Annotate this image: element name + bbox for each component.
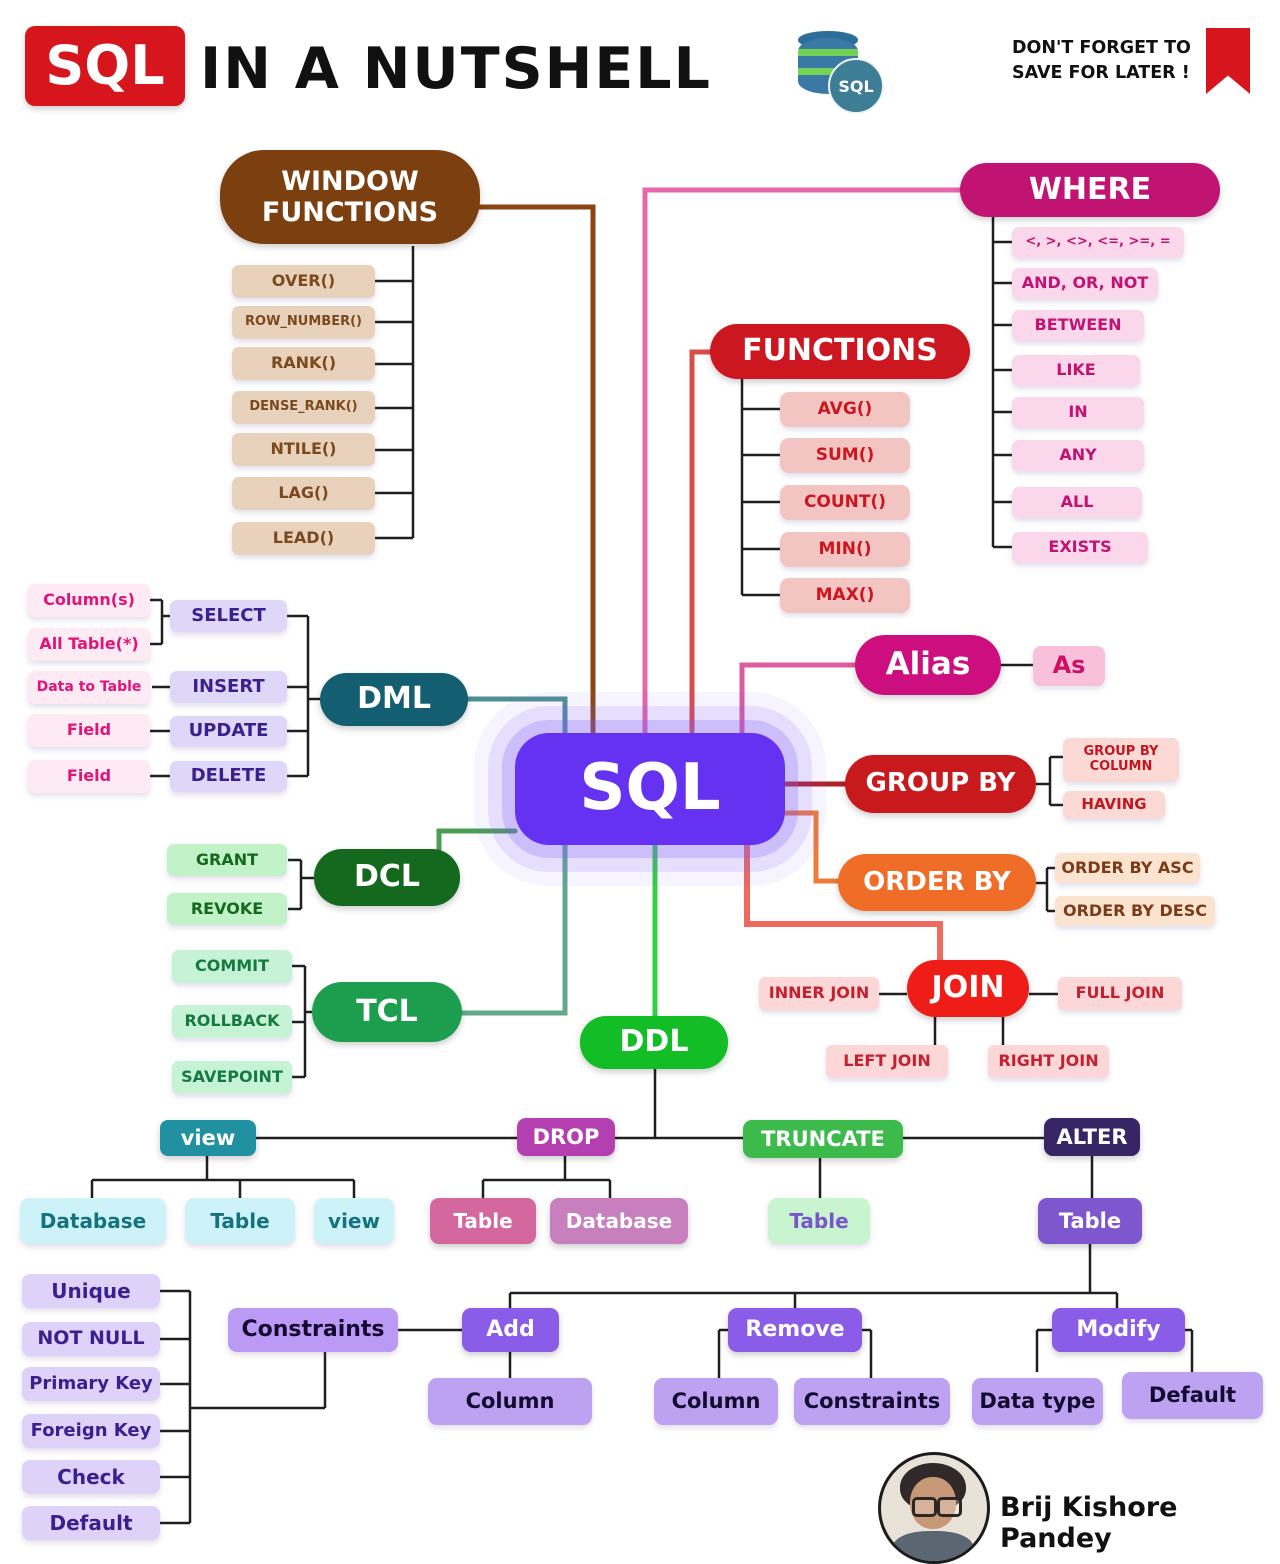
ddl-drop: DROP bbox=[517, 1118, 615, 1156]
where-item: <, >, <>, <=, >=, = bbox=[1012, 227, 1184, 258]
join-item: FULL JOIN bbox=[1058, 977, 1182, 1010]
dml-annotation: Column(s) bbox=[28, 584, 150, 617]
branch-where: WHERE bbox=[960, 163, 1220, 217]
page-title: IN A NUTSHELL bbox=[200, 36, 712, 102]
tcl-item: ROLLBACK bbox=[172, 1005, 292, 1038]
branch-functions: FUNCTIONS bbox=[710, 324, 970, 379]
join-item: RIGHT JOIN bbox=[988, 1045, 1109, 1078]
branch-alias: Alias bbox=[855, 635, 1001, 695]
center-label: SQL bbox=[579, 751, 721, 826]
where-item: BETWEEN bbox=[1012, 310, 1144, 341]
where-item: IN bbox=[1012, 397, 1144, 428]
database-icon: SQL bbox=[796, 28, 888, 114]
modify-target: Default bbox=[1122, 1372, 1263, 1419]
constraints-node: Constraints bbox=[228, 1308, 398, 1352]
order-by-item: ORDER BY DESC bbox=[1055, 896, 1215, 926]
window-item: LAG() bbox=[232, 477, 375, 510]
functions-item: SUM() bbox=[780, 438, 910, 473]
window-item: DENSE_RANK() bbox=[232, 391, 375, 424]
avatar-glasses-left bbox=[912, 1497, 937, 1517]
dml-command: INSERT bbox=[170, 671, 287, 703]
alter-op-remove: Remove bbox=[728, 1308, 862, 1352]
avatar-glasses-right bbox=[937, 1497, 962, 1517]
constraint-type: Unique bbox=[22, 1274, 160, 1308]
remove-target: Constraints bbox=[794, 1378, 950, 1425]
branch-dcl: DCL bbox=[314, 849, 460, 906]
author-avatar bbox=[878, 1452, 990, 1564]
drop-target: Database bbox=[550, 1198, 688, 1244]
alter-op-modify: Modify bbox=[1052, 1308, 1185, 1352]
add-target: Column bbox=[428, 1378, 592, 1425]
save-note-line1: DON'T FORGET TO bbox=[1012, 38, 1191, 58]
window-item: LEAD() bbox=[232, 522, 375, 555]
constraint-type: Check bbox=[22, 1460, 160, 1494]
tcl-item: SAVEPOINT bbox=[172, 1061, 292, 1094]
save-note-line2: SAVE FOR LATER ! bbox=[1012, 63, 1190, 84]
dml-command: SELECT bbox=[170, 600, 287, 632]
database-icon-label: SQL bbox=[828, 58, 884, 114]
alter-target: Table bbox=[1038, 1198, 1142, 1244]
window-item: ROW_NUMBER() bbox=[232, 306, 375, 339]
window-item: OVER() bbox=[232, 265, 375, 298]
functions-item: COUNT() bbox=[780, 485, 910, 520]
branch-join: JOIN bbox=[907, 960, 1029, 1017]
constraint-type: Primary Key bbox=[22, 1367, 160, 1401]
save-note: DON'T FORGET TO SAVE FOR LATER ! bbox=[1012, 36, 1191, 87]
dml-annotation: Field bbox=[28, 714, 150, 747]
dml-annotation: All Table(*) bbox=[28, 628, 150, 661]
truncate-target: Table bbox=[768, 1198, 870, 1244]
drop-target: Table bbox=[430, 1198, 536, 1244]
avatar-face bbox=[910, 1477, 956, 1529]
join-item: INNER JOIN bbox=[759, 977, 879, 1010]
where-item: ALL bbox=[1012, 487, 1142, 518]
constraint-type: Foreign Key bbox=[22, 1414, 160, 1448]
dml-command: DELETE bbox=[170, 761, 287, 792]
order-by-item: ORDER BY ASC bbox=[1055, 853, 1200, 883]
view-target: view bbox=[314, 1198, 394, 1244]
functions-item: AVG() bbox=[780, 392, 910, 427]
group-by-item: HAVING bbox=[1063, 791, 1165, 819]
constraint-type: NOT NULL bbox=[22, 1322, 160, 1356]
center-node-sql: SQL bbox=[515, 733, 785, 845]
branch-dml: DML bbox=[320, 673, 468, 726]
tcl-item: COMMIT bbox=[172, 950, 292, 983]
remove-target: Column bbox=[654, 1378, 778, 1425]
dcl-item: GRANT bbox=[167, 844, 287, 876]
where-item: LIKE bbox=[1012, 355, 1140, 386]
join-item: LEFT JOIN bbox=[826, 1045, 948, 1078]
logo-badge: SQL bbox=[25, 26, 185, 106]
ddl-truncate: TRUNCATE bbox=[743, 1120, 903, 1158]
branch-window-functions: WINDOW FUNCTIONS bbox=[220, 150, 480, 244]
logo-text: SQL bbox=[45, 33, 165, 97]
branch-tcl: TCL bbox=[312, 982, 462, 1042]
functions-item: MIN() bbox=[780, 532, 910, 567]
dml-annotation: Data to Table bbox=[28, 671, 150, 704]
dcl-item: REVOKE bbox=[167, 893, 287, 925]
ddl-view: view bbox=[160, 1120, 256, 1156]
where-item: ANY bbox=[1012, 440, 1144, 471]
constraint-type: Default bbox=[22, 1506, 160, 1540]
author-name: Brij Kishore Pandey bbox=[1000, 1492, 1178, 1554]
window-item: RANK() bbox=[232, 347, 375, 380]
dml-annotation: Field bbox=[28, 760, 150, 793]
alias-keyword: As bbox=[1033, 646, 1105, 686]
group-by-item: GROUP BY COLUMN bbox=[1063, 738, 1179, 782]
where-item: EXISTS bbox=[1012, 532, 1148, 563]
dml-command: UPDATE bbox=[170, 716, 287, 747]
branch-order-by: ORDER BY bbox=[838, 854, 1036, 911]
modify-target: Data type bbox=[972, 1378, 1103, 1425]
branch-group-by: GROUP BY bbox=[845, 755, 1036, 813]
view-target: Database bbox=[20, 1198, 166, 1244]
avatar-shirt bbox=[893, 1531, 973, 1561]
ddl-alter: ALTER bbox=[1044, 1118, 1140, 1156]
window-item: NTILE() bbox=[232, 433, 375, 466]
view-target: Table bbox=[185, 1198, 295, 1244]
where-item: AND, OR, NOT bbox=[1012, 268, 1158, 299]
functions-item: MAX() bbox=[780, 578, 910, 613]
alter-op-add: Add bbox=[462, 1308, 559, 1352]
branch-ddl: DDL bbox=[580, 1016, 728, 1069]
